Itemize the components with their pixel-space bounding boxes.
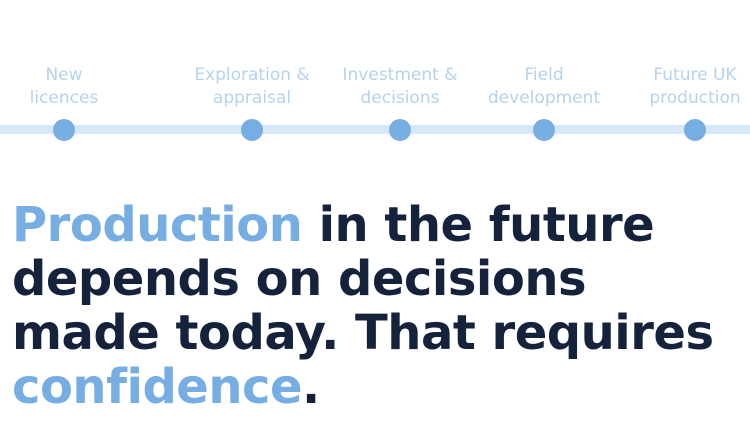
stage-investment-decisions: Investment & decisions <box>325 0 475 145</box>
stage-field-development: Field development <box>469 0 619 145</box>
stage-label: Exploration & appraisal <box>194 65 310 108</box>
stage-label: Field development <box>487 65 601 108</box>
stage-label: Future UK production <box>649 65 741 108</box>
stage-dot <box>241 119 263 141</box>
headline-accent-production: Production <box>12 197 303 253</box>
headline-text: in the future depends on decisions made … <box>12 197 714 361</box>
headline-period: . <box>302 359 320 415</box>
stage-dot <box>533 119 555 141</box>
timeline-track <box>0 125 750 134</box>
headline: Production in the future depends on deci… <box>12 198 742 414</box>
stage-label: Investment & decisions <box>342 65 458 108</box>
stage-dot <box>389 119 411 141</box>
headline-accent-confidence: confidence <box>12 359 303 415</box>
stage-new-licences: New licences <box>0 0 139 145</box>
stage-future-uk-production: Future UK production <box>620 0 750 145</box>
stage-timeline: New licences Exploration & appraisal Inv… <box>0 0 750 160</box>
stage-dot <box>684 119 706 141</box>
stage-dot <box>53 119 75 141</box>
stage-exploration-appraisal: Exploration & appraisal <box>177 0 327 145</box>
stage-label: New licences <box>29 65 99 108</box>
